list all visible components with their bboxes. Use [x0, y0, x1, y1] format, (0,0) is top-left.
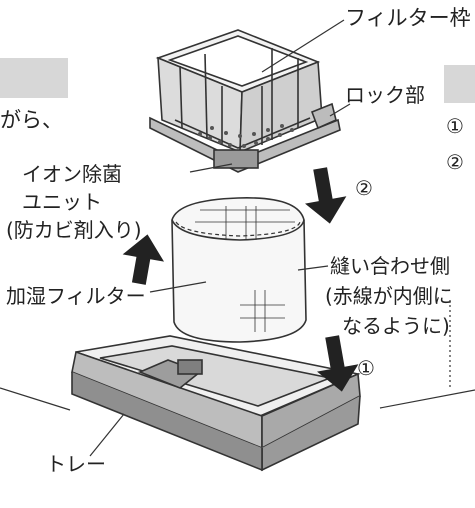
partial-right-step-2: ② [446, 150, 464, 174]
tray-drawing [71, 335, 361, 472]
arrows [122, 167, 359, 392]
ion-unit-label-1: イオン除菌 [22, 162, 122, 186]
lock-part-label: ロック部 [345, 83, 425, 107]
filter-frame-label: フィルター枠 [345, 6, 471, 30]
tray-label: トレー [46, 452, 106, 476]
humid-filter-drawing [171, 197, 307, 343]
humid-filter-label: 加湿フィルター [6, 284, 146, 308]
seam-label-2: (赤線が内側に [325, 284, 453, 308]
ion-unit-label-3: (防カビ剤入り) [6, 218, 142, 242]
step-1-marker: ① [357, 356, 375, 380]
left-gray-panel [0, 58, 68, 98]
step-2-marker: ② [355, 176, 373, 200]
frame-grid-dots [198, 124, 294, 148]
ion-unit-label-2: ユニット [22, 190, 102, 214]
partial-right-step-1: ① [446, 114, 464, 138]
leader-lines [0, 19, 475, 457]
right-gray-panel [444, 65, 475, 103]
seam-label-1: 縫い合わせ側 [330, 254, 450, 278]
partial-left-text: がら、 [0, 108, 63, 132]
filter-frame-drawing [149, 29, 341, 173]
seam-label-3: なるように) [342, 314, 450, 338]
